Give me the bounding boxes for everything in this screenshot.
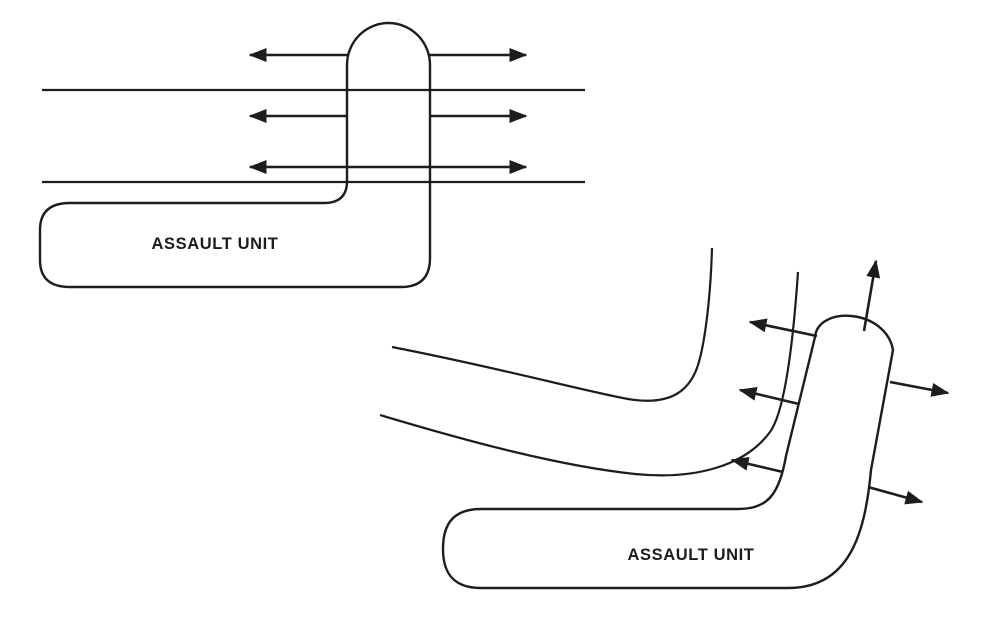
breach-arrow-upper-right xyxy=(889,380,950,397)
breach-arrow-middle-left xyxy=(738,386,800,406)
assault-unit-symbol xyxy=(441,314,895,590)
assault-unit-symbol xyxy=(38,21,432,289)
diagram-curved-obstacle: ASSAULT UNIT xyxy=(379,247,950,590)
assault-unit-label: ASSAULT UNIT xyxy=(628,546,755,564)
axis-arrow-up xyxy=(862,259,881,332)
obstacle-line-outer xyxy=(391,247,714,402)
breach-arrow-lower-right xyxy=(867,485,924,505)
breach-arrow-upper-left xyxy=(748,318,818,338)
obstacle-line-inner xyxy=(379,271,800,477)
diagram-straight-obstacle: ASSAULT UNIT xyxy=(38,21,585,289)
breach-arrow-lower-left xyxy=(730,456,784,474)
assault-unit-label: ASSAULT UNIT xyxy=(152,235,279,253)
